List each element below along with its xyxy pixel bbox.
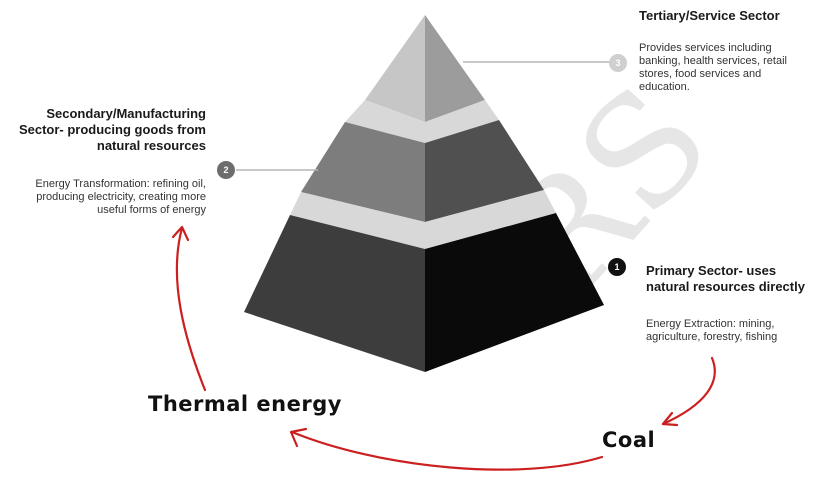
arrow-thermal-to-secondary — [175, 226, 207, 392]
secondary-title-line-1: Secondary/Manufacturing — [46, 106, 206, 121]
pyramid-bottom-right-face — [425, 213, 604, 372]
primary-title-line-2: natural resources directly — [646, 279, 805, 294]
primary-sector-description: Energy Extraction: mining, agriculture, … — [646, 318, 811, 344]
primary-desc-line-1: Energy Extraction: mining, — [646, 318, 775, 330]
badge-tertiary: 3 — [609, 54, 627, 72]
secondary-desc-line-3: useful forms of energy — [97, 204, 206, 216]
primary-sector-title: Primary Sector- uses natural resources d… — [646, 263, 816, 295]
arrow-thermal-to-secondary-head — [171, 225, 190, 242]
coal-label: Coal — [602, 428, 656, 452]
arrow-coal-to-thermal — [290, 430, 604, 471]
secondary-sector-title: Secondary/Manufacturing Sector- producin… — [2, 106, 206, 154]
arrow-coal-to-thermal-head — [289, 427, 308, 448]
arrow-primary-to-coal — [661, 356, 716, 426]
secondary-title-line-3: natural resources — [96, 138, 206, 153]
secondary-sector-description: Energy Transformation: refining oil, pro… — [2, 178, 206, 217]
secondary-title-line-2: Sector- producing goods from — [18, 122, 206, 137]
pyramid-middle-right-face — [425, 120, 544, 222]
pyramid-middle-left-face — [301, 122, 425, 222]
secondary-desc-line-1: Energy Transformation: refining oil, — [35, 178, 206, 190]
pyramid-top-right-face — [425, 15, 485, 122]
badge-primary: 1 — [608, 258, 626, 276]
badge-secondary: 2 — [217, 161, 235, 179]
secondary-desc-line-2: producing electricity, creating more — [36, 191, 206, 203]
tertiary-sector-description: Provides services including banking, hea… — [639, 42, 787, 93]
arrow-primary-to-coal-head — [661, 411, 679, 427]
pyramid-ledge-upper — [345, 100, 499, 143]
pyramid-bottom-left-face — [244, 215, 425, 372]
tertiary-sector-title: Tertiary/Service Sector — [639, 8, 780, 23]
pyramid-ledge-lower — [290, 190, 556, 249]
thermal-energy-label: Thermal energy — [148, 392, 342, 416]
primary-desc-line-2: agriculture, forestry, fishing — [646, 331, 778, 343]
pyramid-top-left-face — [365, 15, 425, 122]
primary-title-line-1: Primary Sector- uses — [646, 263, 777, 278]
